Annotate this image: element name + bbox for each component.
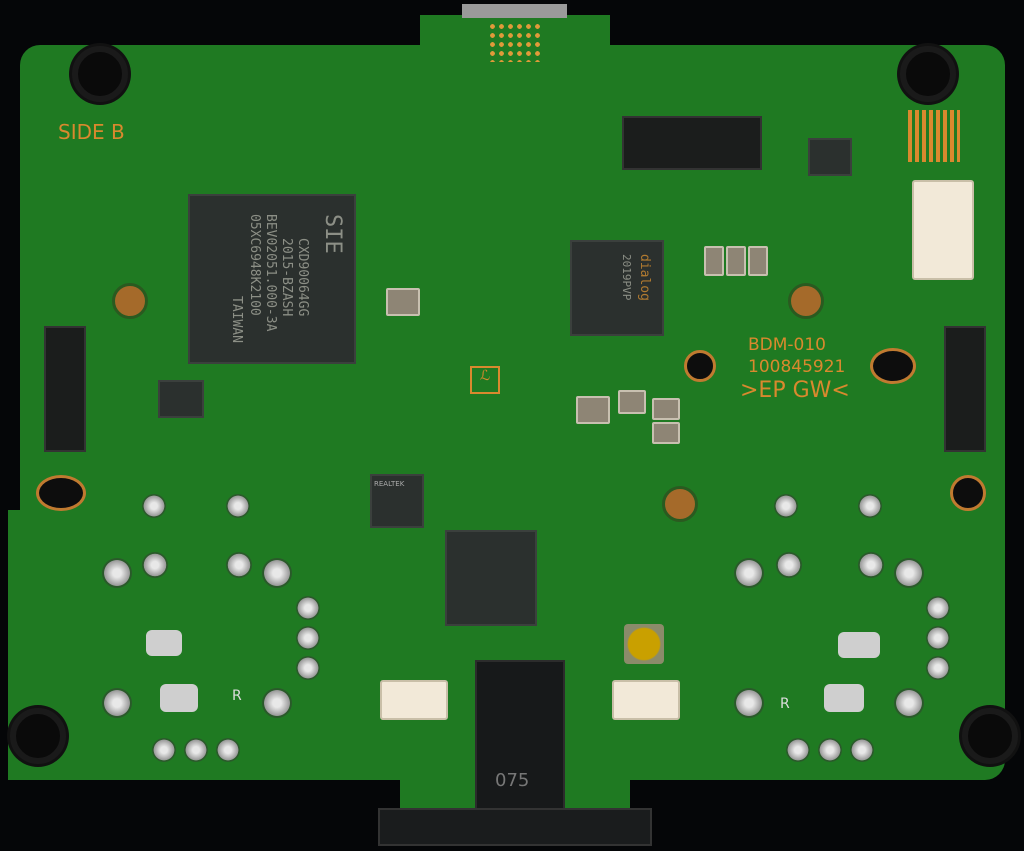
solder-pad xyxy=(296,656,320,680)
solder-pad xyxy=(786,738,810,762)
realtek-chip: REALTEK xyxy=(370,474,424,528)
solder-pad xyxy=(226,552,252,578)
chip-label: REALTEK xyxy=(374,480,405,488)
solder-pad xyxy=(926,596,950,620)
capacitor xyxy=(576,396,610,424)
main-soc-chip: SIE CXD90064GG 2015-BZASH BEV02051.000-3… xyxy=(188,194,356,364)
slot-hole xyxy=(36,475,86,511)
solder-blob xyxy=(160,684,198,712)
solder-pad xyxy=(102,688,132,718)
board-number: 100845921 xyxy=(748,357,846,377)
solder-pad xyxy=(776,552,802,578)
side-label-r-left: R xyxy=(232,688,242,704)
solder-pad xyxy=(184,738,208,762)
ribbon-connector-right xyxy=(944,326,986,452)
solder-pad xyxy=(734,688,764,718)
headphone-jack: 075 xyxy=(475,660,565,814)
solder-pad xyxy=(226,494,250,518)
solder-pad xyxy=(858,494,882,518)
jack-base xyxy=(378,808,652,846)
solder-pad xyxy=(262,688,292,718)
solder-pad xyxy=(926,656,950,680)
solder-blob xyxy=(838,632,880,658)
mounting-hole xyxy=(962,708,1018,764)
chip-label: SIE xyxy=(320,214,345,254)
slot-hole xyxy=(870,348,916,384)
solder-pad xyxy=(102,558,132,588)
datamatrix-code xyxy=(908,110,960,162)
solder-pad xyxy=(734,558,764,588)
capacitor xyxy=(704,246,724,276)
solder-pad xyxy=(142,552,168,578)
solder-blob xyxy=(146,630,182,656)
side-label: SIDE B xyxy=(58,120,125,144)
chip-label: CXD90064GG xyxy=(295,238,310,317)
solder-pad xyxy=(894,558,924,588)
capacitor xyxy=(386,288,420,316)
solder-pad xyxy=(774,494,798,518)
slot-hole xyxy=(684,350,716,382)
flex-connector-right xyxy=(612,680,680,720)
chip-label: TAIWAN xyxy=(229,296,244,343)
controller-chip xyxy=(445,530,537,626)
capacitor xyxy=(726,246,746,276)
mounting-hole xyxy=(10,708,66,764)
battery-connector xyxy=(912,180,974,280)
chip-label: 2019PVP xyxy=(620,254,633,301)
solder-pad xyxy=(142,494,166,518)
solder-pad xyxy=(152,738,176,762)
mounting-hole xyxy=(900,46,956,102)
jack-code: 075 xyxy=(495,770,530,791)
solder-pad xyxy=(858,552,884,578)
solder-blob xyxy=(824,684,864,712)
capacitor xyxy=(748,246,768,276)
solder-pad xyxy=(926,626,950,650)
ribbon-connector-top xyxy=(622,116,762,170)
solder-pad xyxy=(818,738,842,762)
chip-label: dialog xyxy=(637,254,652,301)
lf-logo: ℒ xyxy=(470,366,500,394)
small-chip xyxy=(808,138,852,176)
usb-connector xyxy=(462,4,567,18)
dialog-pmic-chip: dialog 2019PVP xyxy=(570,240,664,336)
capacitor xyxy=(652,422,680,444)
slot-hole xyxy=(950,475,986,511)
solder-pad xyxy=(850,738,874,762)
mounting-hole xyxy=(72,46,128,102)
via-hole xyxy=(112,283,148,319)
side-label-r-right: R xyxy=(780,696,790,712)
solder-pad xyxy=(296,626,320,650)
chip-label: 2015-BZASH xyxy=(279,238,294,317)
crystal xyxy=(158,380,204,418)
contact-pad-array xyxy=(488,22,542,62)
factory-marking: >EP GW< xyxy=(740,378,850,403)
chip-label: BEV02051.000-3A xyxy=(263,214,278,332)
board-model: BDM-010 xyxy=(748,335,827,355)
solder-pad xyxy=(216,738,240,762)
capacitor xyxy=(618,390,646,414)
solder-pad xyxy=(894,688,924,718)
ribbon-connector-left xyxy=(44,326,86,452)
solder-pad xyxy=(296,596,320,620)
capacitor xyxy=(652,398,680,420)
via-hole xyxy=(788,283,824,319)
chip-label: 05XC6948K2100 xyxy=(247,214,262,316)
via-hole xyxy=(662,486,698,522)
tactile-button xyxy=(624,624,664,664)
flex-connector-left xyxy=(380,680,448,720)
solder-pad xyxy=(262,558,292,588)
